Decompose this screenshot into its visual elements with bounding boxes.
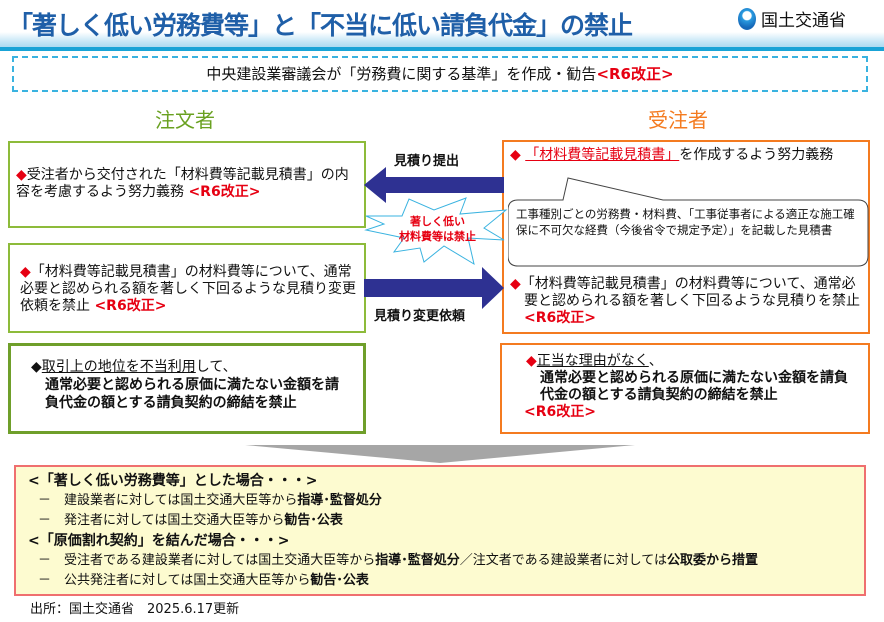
change-request-arrow (364, 267, 504, 309)
contractor-box-estimate: ◆ 「材料費等記載見積書」を作成するよう努力義務 工事種別ごとの労務費・材料費、… (502, 140, 870, 334)
item-bold2: 公取委から措置 (667, 553, 759, 568)
contractor-heading: 受注者 (648, 108, 708, 132)
underlined-text: 正当な理由がなく (536, 353, 649, 369)
list-item: － 建設業者に対しては国土交通大臣等から指導･監督処分 (28, 491, 852, 511)
dash: － (38, 493, 52, 508)
source-note: 出所：国土交通省 2025.6.17更新 (30, 602, 240, 617)
item2-text: 「材料費等記載見積書」の材料費等について、通常必要と認められる額を著しく下回るよ… (520, 276, 860, 309)
contractor-item2: ◆「材料費等記載見積書」の材料費等について、通常必要と認められる額を著しく下回る… (510, 276, 868, 327)
callout-text: 工事種別ごとの労務費・材料費、「工事従事者による適正な施工確保に不可欠な経費（今… (516, 207, 855, 237)
r6-tag: <R6改正> (524, 310, 596, 326)
contractor-item1: ◆ 「材料費等記載見積書」を作成するよう努力義務 (510, 147, 833, 164)
dash: － (38, 513, 52, 528)
section1-heading: <「著しく低い労務費等」とした場合・・・> (28, 473, 318, 489)
contractor-box-contract: ◆正当な理由がなく、 通常必要と認められる原価に満たない金額を請負代金の額とする… (500, 343, 870, 434)
diamond-icon: ◆ (16, 167, 27, 183)
diamond-icon: ◆ (31, 359, 42, 375)
item-bold: 勧告･公表 (310, 573, 369, 588)
dash: － (38, 553, 52, 568)
item-text: 建設業者に対しては国土交通大臣等から (64, 493, 298, 508)
underlined-text: 取引上の地位を不当利用 (41, 359, 196, 375)
orderer-box2-text: 「材料費等記載見積書」の材料費等について、通常必要と認められる額を著しく下回るよ… (20, 264, 356, 314)
orderer-box-contract: ◆取引上の地位を不当利用して、 通常必要と認められる原価に満たない金額を請負代金… (8, 343, 366, 434)
r6-tag: <R6改正> (94, 298, 167, 314)
mlit-logo-icon (738, 7, 756, 30)
orderer-box3-bold: 通常必要と認められる原価に満たない金額を請負代金の額とする請負契約の締結を禁止 (45, 377, 339, 411)
r6-tag: <R6改正> (524, 404, 596, 420)
page-title: 「著しく低い労務費等」と「不当に低い請負代金」の禁止 (8, 11, 633, 40)
banner-text: 中央建設業審議会が「労務費に関する基準」を作成・勧告 (206, 65, 597, 83)
diamond-icon: ◆ (20, 264, 31, 280)
orderer-heading: 注文者 (155, 108, 215, 132)
lead-text: 、 (648, 353, 663, 369)
dash: － (38, 573, 52, 588)
burst-line-2: 材料費等は禁止 (399, 230, 476, 243)
burst-line-1: 著しく低い (410, 215, 465, 228)
orderer-box1-text: 受注者から交付された「材料費等記載見積書」の内容を考慮するよう努力義務 (16, 167, 349, 200)
banner: 中央建設業審議会が「労務費に関する基準」を作成・勧告<R6改正> (12, 56, 868, 92)
underlined-text: 「材料費等記載見積書」 (525, 147, 680, 163)
contractor-box3-bold: 通常必要と認められる原価に満たない金額を請負代金の額とする請負契約の締結を禁止 (540, 370, 848, 403)
item-text2: ／注文者である建設業者に対しては (459, 553, 668, 568)
item1-text: を作成するよう努力義務 (679, 147, 834, 163)
diamond-icon: ◆ (510, 276, 521, 292)
list-item: － 発注者に対しては国土交通大臣等から勧告･公表 (28, 511, 852, 531)
diamond-icon: ◆ (526, 353, 537, 369)
submit-label: 見積り提出 (394, 154, 460, 169)
list-item: － 公共発注者に対しては国土交通大臣等から勧告･公表 (28, 571, 852, 591)
section2-heading: <「原価割れ契約」を結んだ場合・・・> (28, 533, 290, 549)
orderer-box-consider: ◆受注者から交付された「材料費等記載見積書」の内容を考慮するよう努力義務 <R6… (8, 141, 366, 228)
diamond-icon: ◆ (510, 147, 521, 163)
r6-tag: <R6改正> (188, 184, 261, 200)
callout-bubble (508, 177, 869, 267)
item-text: 公共発注者に対しては国土交通大臣等から (64, 573, 311, 588)
item-bold: 勧告･公表 (284, 513, 343, 528)
submit-arrow (364, 167, 504, 203)
starburst-icon (364, 197, 508, 266)
orderer-box-change-request: ◆「材料費等記載見積書」の材料費等について、通常必要と認められる額を著しく下回る… (8, 243, 366, 333)
starburst-text: 著しく低い 材料費等は禁止 (380, 214, 495, 244)
down-arrow (245, 445, 635, 463)
change-request-label: 見積り変更依頼 (374, 309, 466, 324)
mlit-logo: 国土交通省 (738, 6, 846, 31)
item-text: 発注者に対しては国土交通大臣等から (64, 513, 285, 528)
item-bold: 指導･監督処分 (297, 493, 382, 508)
item-bold: 指導･監督処分 (375, 553, 460, 568)
lead-text: して、 (195, 359, 237, 375)
header-band (0, 32, 884, 50)
penalty-box: <「著しく低い労務費等」とした場合・・・> － 建設業者に対しては国土交通大臣等… (14, 465, 866, 596)
header-line (0, 47, 884, 51)
list-item: － 受注者である建設業者に対しては国土交通大臣等から指導･監督処分／注文者である… (28, 551, 852, 571)
item-text: 受注者である建設業者に対しては国土交通大臣等から (64, 553, 376, 568)
logo-text: 国土交通省 (761, 11, 846, 31)
banner-tag: <R6改正> (596, 65, 674, 83)
